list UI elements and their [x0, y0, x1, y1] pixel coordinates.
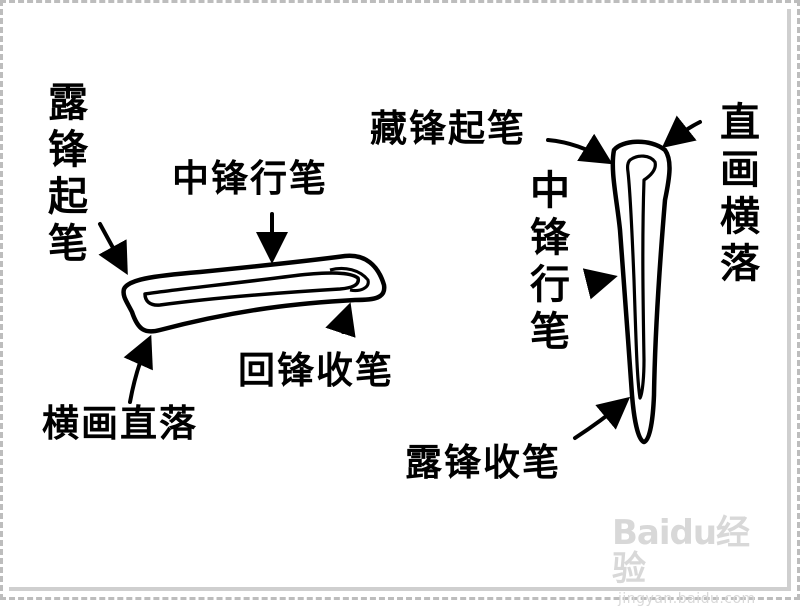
arrow-hui-feng [325, 302, 356, 338]
horizontal-stroke-shape [121, 253, 387, 334]
label-lu-feng-shou-bi: 露锋收笔 [405, 441, 561, 484]
baidu-jingyan-watermark: Baidu经验 jingyan.baidu.com [612, 515, 782, 607]
arrow-lu-feng-shou [573, 396, 631, 440]
vertical-stroke-shape [610, 139, 672, 445]
arrow-lu-feng-qi-bi [98, 222, 128, 276]
watermark-brand: Baidu经验 [612, 513, 750, 589]
label-hui-feng-shou-bi: 回锋收笔 [238, 349, 394, 392]
watermark-url: jingyan.baidu.com [618, 591, 756, 607]
arrow-heng-hua [123, 334, 153, 404]
annotation-arrows [98, 115, 702, 440]
label-zhong-feng-xing-bi-right: 中 锋 行 笔 [530, 168, 570, 355]
label-zhi-hua-heng-luo: 直 画 横 落 [720, 100, 760, 287]
frame-shadow [9, 9, 791, 591]
arrow-zhi-hua [661, 115, 702, 148]
label-heng-hua-zhi-luo: 横画直落 [42, 402, 198, 445]
label-cang-feng-qi-bi: 藏锋起笔 [370, 107, 526, 150]
label-lu-feng-qi-bi: 露 锋 起 笔 [48, 80, 88, 267]
label-zhong-feng-xing-bi-left: 中锋行笔 [172, 157, 328, 200]
arrow-zhong-feng-right [582, 268, 618, 300]
arrow-cang-feng [546, 133, 613, 165]
